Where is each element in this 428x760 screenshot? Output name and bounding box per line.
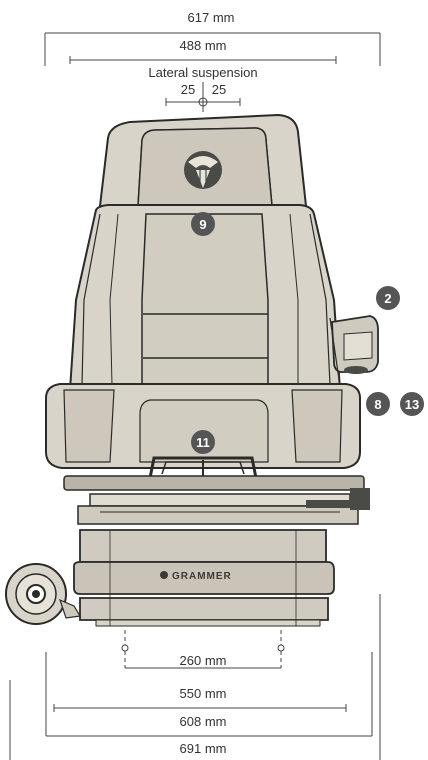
callout-11-label: 11	[196, 435, 210, 450]
seat-cushion	[45, 383, 361, 486]
dimension-617-label: 617 mm	[188, 10, 235, 25]
dimension-260-label: 260 mm	[180, 653, 227, 668]
dimension-488-label: 488 mm	[180, 38, 227, 53]
lateral-left-label: 25	[181, 82, 195, 97]
dimension-550-label: 550 mm	[180, 686, 227, 701]
lateral-right-label: 25	[212, 82, 226, 97]
brand-logo-icon	[184, 151, 222, 189]
dimension-550: 550 mm	[53, 686, 347, 712]
suspension-bellows: GRAMMER	[73, 529, 335, 627]
callout-9-label: 9	[199, 217, 206, 232]
dimension-691: 691 mm	[9, 594, 381, 760]
callout-badge-9: 9	[191, 212, 215, 236]
brand-name: GRAMMER	[172, 571, 232, 582]
grammer-logo-icon	[160, 571, 168, 579]
dimension-608-label: 608 mm	[180, 714, 227, 729]
dimension-691-label: 691 mm	[180, 741, 227, 756]
armrest-control	[329, 315, 379, 387]
callout-badge-2: 2	[376, 286, 400, 310]
lateral-suspension: Lateral suspension 25 25	[148, 65, 258, 112]
seat-mechanism	[63, 475, 370, 525]
callout-8-label: 8	[374, 397, 381, 412]
lateral-suspension-label: Lateral suspension	[148, 65, 257, 80]
dimension-260: 260 mm	[121, 630, 285, 669]
dimension-608: 608 mm	[45, 652, 373, 737]
callout-badge-8: 8	[366, 392, 390, 416]
callout-13-label: 13	[405, 397, 419, 412]
dimension-488: 488 mm	[69, 38, 337, 64]
dimension-617: 617 mm	[44, 10, 381, 66]
callout-2-label: 2	[384, 291, 391, 306]
height-adjust-knob	[5, 563, 81, 625]
callout-badge-11: 11	[191, 430, 215, 454]
callout-badge-13: 13	[400, 392, 424, 416]
